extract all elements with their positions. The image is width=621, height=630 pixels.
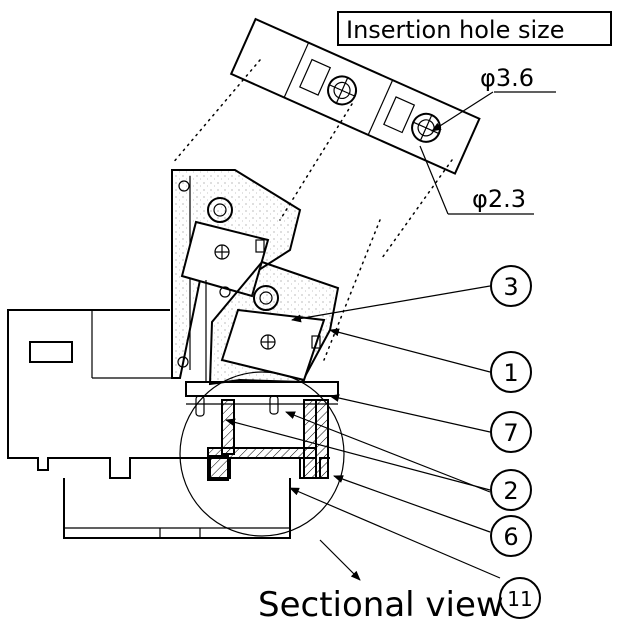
callout-1: 1	[490, 351, 532, 393]
svg-text:11: 11	[507, 587, 532, 611]
base-housing	[7, 309, 330, 539]
svg-text:1: 1	[503, 359, 518, 387]
callout-3: 3	[490, 265, 532, 307]
callout-6: 6	[490, 515, 532, 557]
insertion-side-view	[229, 17, 481, 175]
callout-2: 2	[490, 469, 532, 511]
window-slot	[29, 341, 73, 363]
svg-text:2: 2	[503, 477, 518, 505]
svg-text:6: 6	[503, 523, 518, 551]
sectional-view-caption: Sectional view	[258, 585, 504, 625]
projection-lines	[171, 59, 453, 361]
callout-leaders	[225, 285, 501, 581]
insertion-hole-size-label: Insertion hole size	[346, 16, 565, 44]
rear-clamp	[171, 169, 302, 379]
callout-11: 11	[499, 577, 541, 619]
diameter-large-label: φ3.6	[480, 64, 534, 92]
insertion-hole-size-box: Insertion hole size	[337, 11, 612, 46]
sectional-view-area	[179, 371, 345, 537]
callout-7: 7	[490, 411, 532, 453]
front-clamp	[205, 260, 340, 386]
diameter-leaders	[419, 91, 556, 215]
svg-text:7: 7	[503, 419, 518, 447]
svg-text:3: 3	[503, 273, 518, 301]
diameter-small-label: φ2.3	[472, 185, 526, 213]
